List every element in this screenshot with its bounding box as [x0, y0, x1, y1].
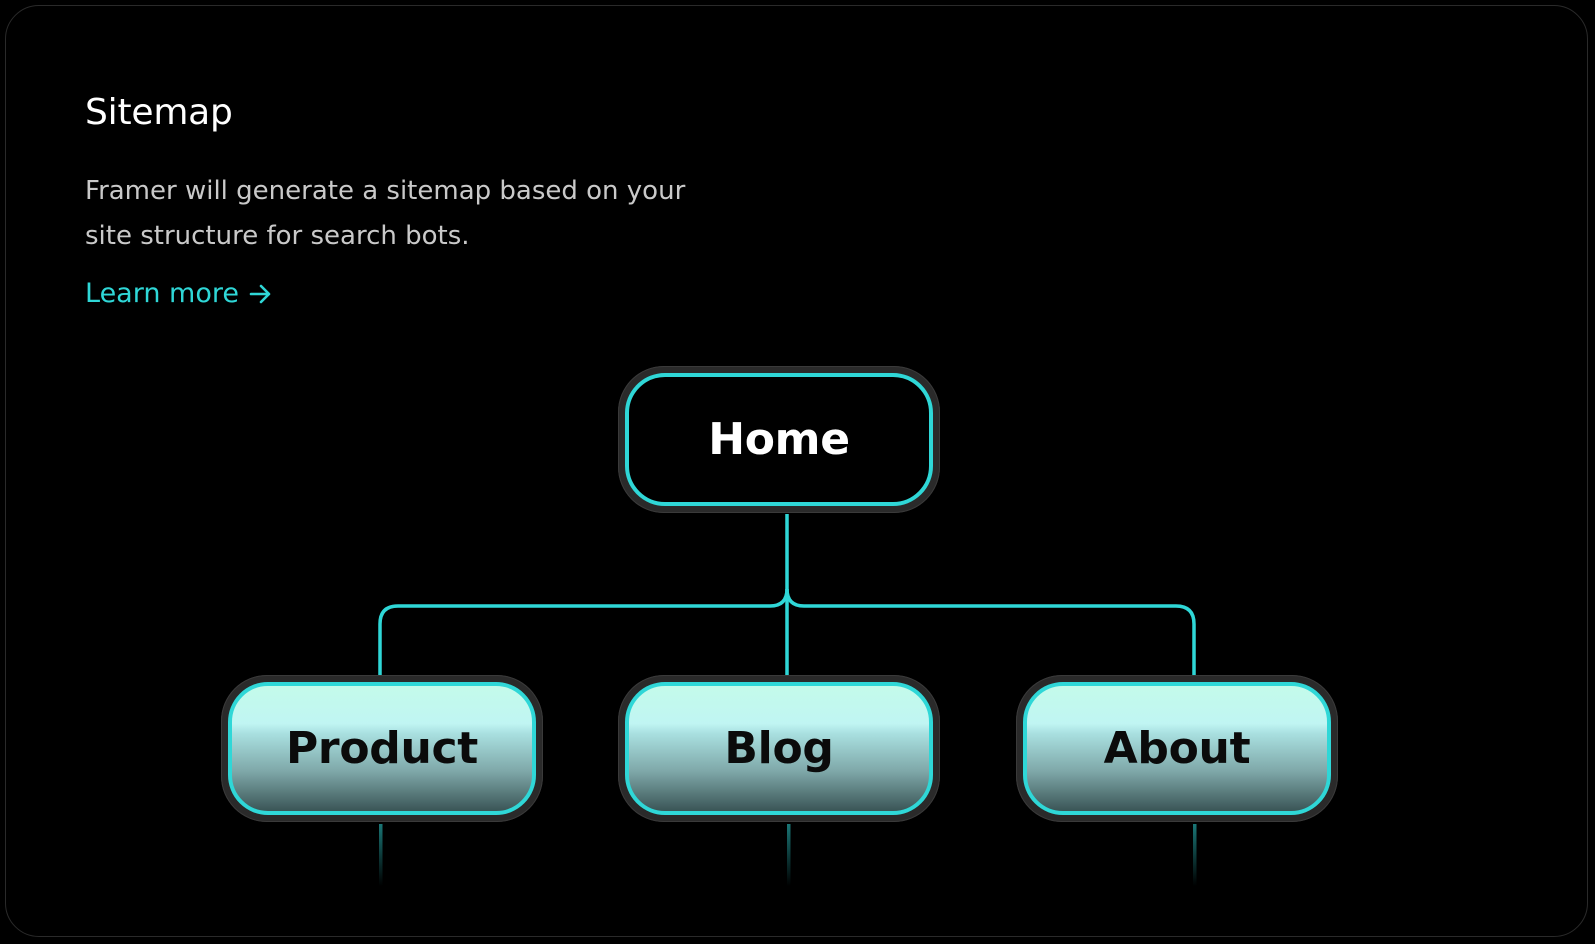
node-product-label: Product — [228, 682, 536, 815]
node-about-label: About — [1023, 682, 1331, 815]
stub-blog — [787, 824, 791, 886]
node-about: About — [1016, 675, 1338, 822]
node-product: Product — [221, 675, 543, 822]
card-title: Sitemap — [85, 92, 233, 133]
learn-more-link[interactable]: Learn more — [85, 278, 273, 309]
stub-product — [379, 824, 383, 886]
node-home-label: Home — [625, 373, 933, 506]
sitemap-card: Sitemap Framer will generate a sitemap b… — [5, 5, 1588, 937]
arrow-right-icon — [249, 283, 273, 305]
learn-more-label: Learn more — [85, 278, 239, 309]
stub-about — [1193, 824, 1197, 886]
connector-lines — [378, 514, 1197, 886]
node-blog-label: Blog — [625, 682, 933, 815]
connector-home-product — [378, 588, 789, 684]
node-blog: Blog — [618, 675, 940, 822]
connector-home-about — [785, 588, 1196, 684]
card-description: Framer will generate a sitemap based on … — [85, 176, 686, 251]
node-home: Home — [618, 366, 940, 513]
